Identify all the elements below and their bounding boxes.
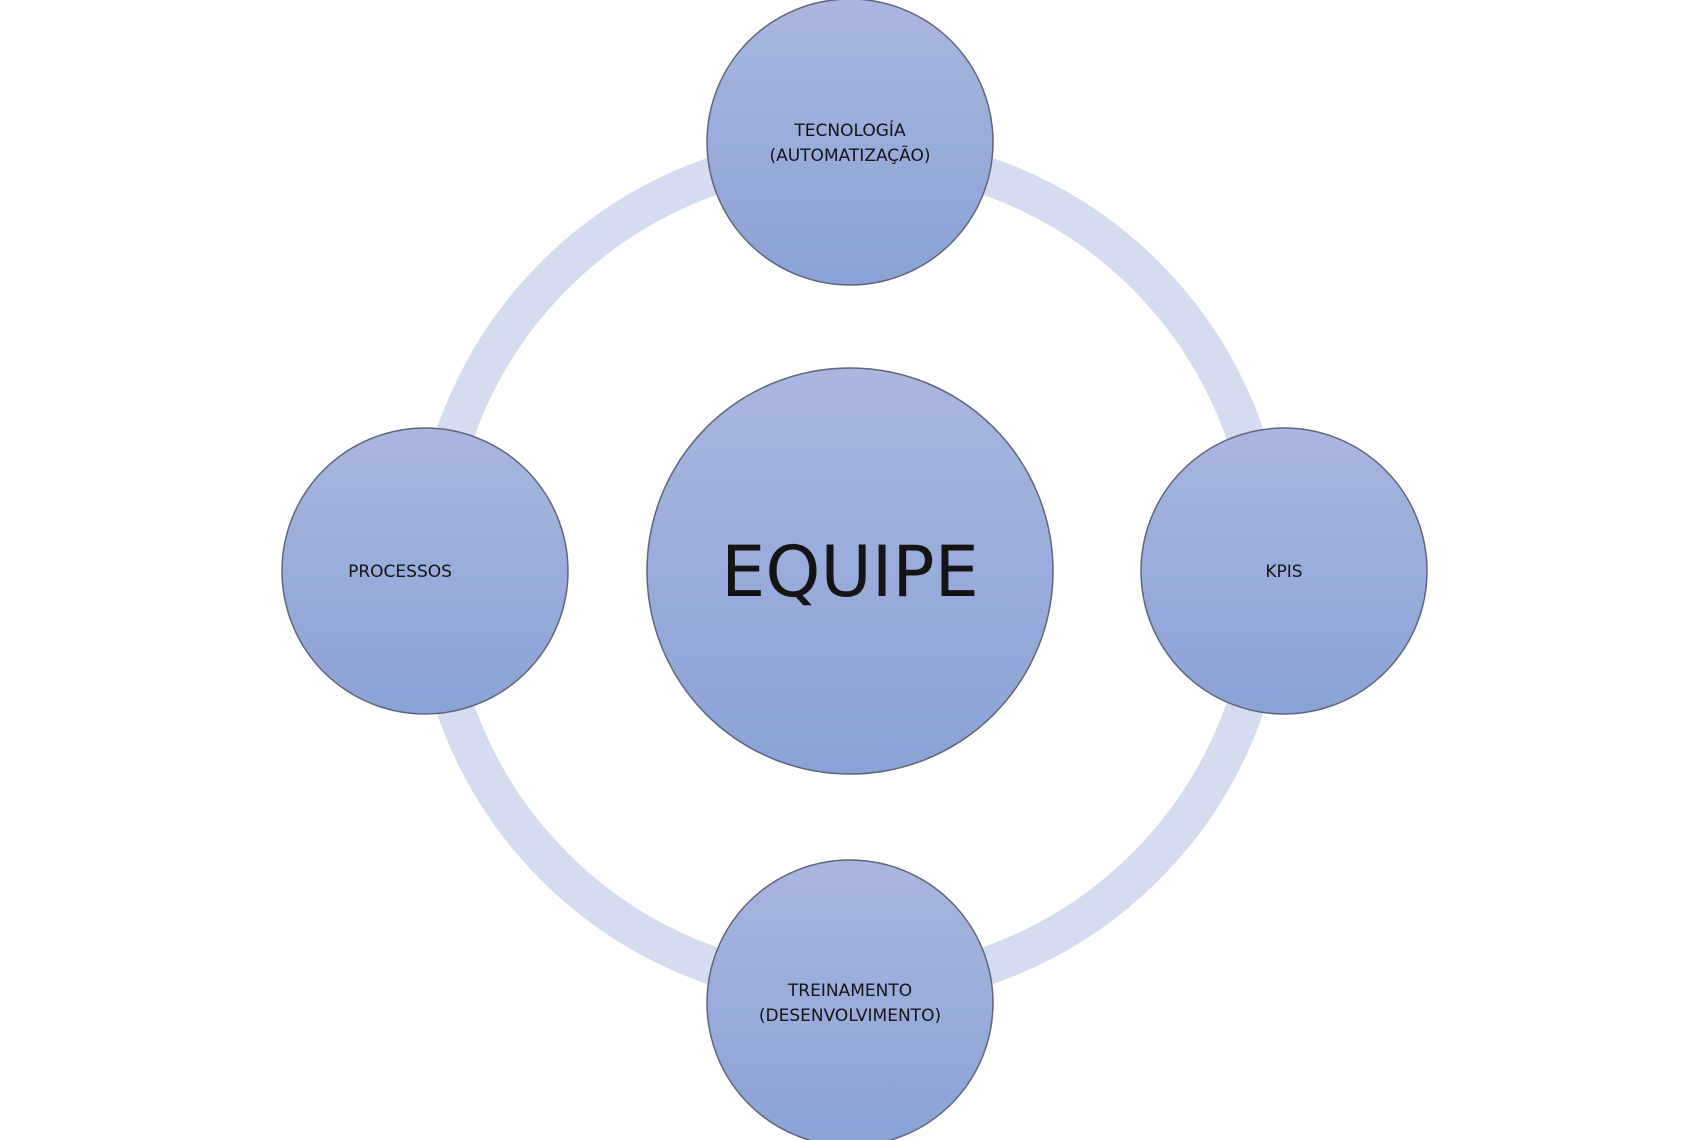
center-node-circle	[646, 367, 1054, 775]
node-tecnologia-circle	[706, 0, 994, 286]
node-treinamento-label-line1: TREINAMENTO	[787, 981, 912, 1001]
node-treinamento: TREINAMENTO (DESENVOLVIMENTO)	[706, 859, 994, 1140]
node-processos-circle	[281, 427, 569, 715]
node-kpis: KPIS	[1140, 427, 1428, 715]
center-node: EQUIPE	[646, 367, 1054, 775]
node-processos-label: PROCESSOS	[348, 562, 452, 582]
node-tecnologia-label-line2: (AUTOMATIZAÇÃO)	[769, 144, 930, 166]
node-treinamento-circle	[706, 859, 994, 1140]
node-treinamento-label-line2: (DESENVOLVIMENTO)	[759, 1006, 941, 1026]
node-kpis-circle	[1140, 427, 1428, 715]
node-kpis-label: KPIS	[1265, 562, 1302, 582]
node-tecnologia: TECNOLOGÍA (AUTOMATIZAÇÃO)	[706, 0, 994, 286]
center-node-label: EQUIPE	[721, 531, 979, 613]
node-processos: PROCESSOS	[281, 427, 569, 715]
node-tecnologia-label-line1: TECNOLOGÍA	[793, 119, 906, 141]
